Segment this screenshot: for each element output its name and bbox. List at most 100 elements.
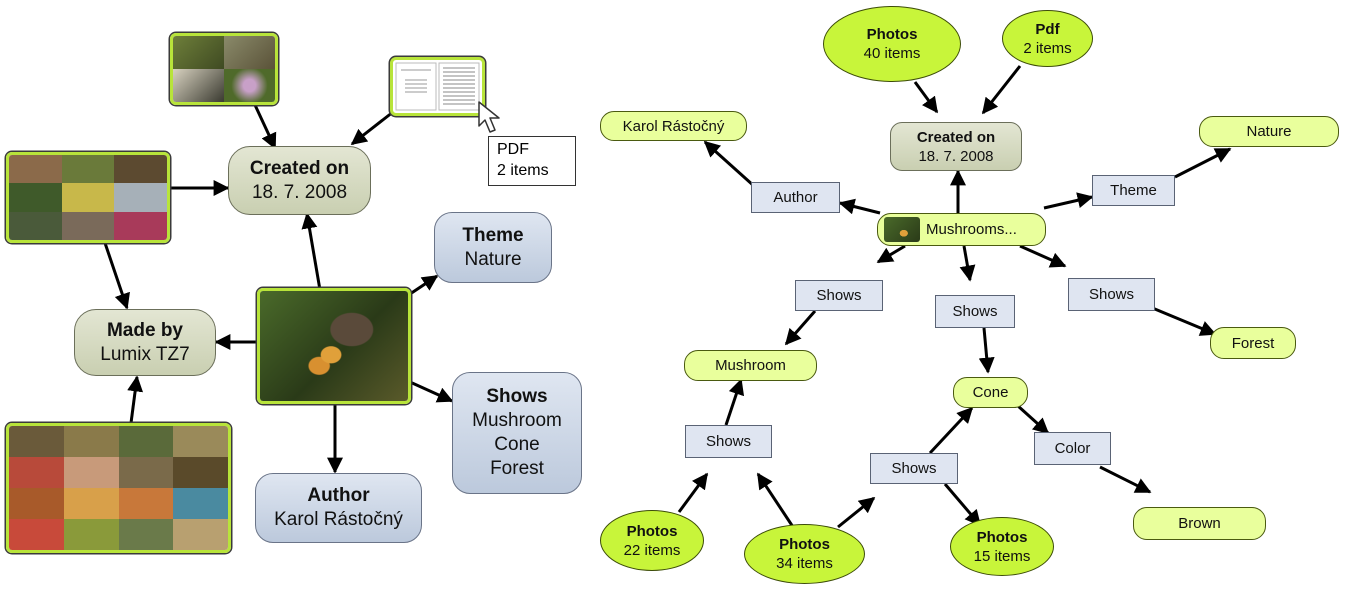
photos-34-count: 34 items	[776, 555, 833, 572]
photos-22-node[interactable]: Photos 22 items	[600, 510, 704, 571]
edge	[959, 245, 976, 282]
edge	[928, 406, 974, 455]
photos-15-title: Photos	[976, 528, 1028, 546]
edge	[1149, 305, 1217, 336]
photo-thumbnail-left[interactable]	[6, 152, 170, 243]
edge	[981, 65, 1022, 115]
color-relation[interactable]: Color	[1034, 432, 1111, 465]
theme-relation-label: Theme	[1110, 182, 1157, 199]
shows-value-mushroom: Mushroom	[472, 410, 562, 431]
photos-34-node[interactable]: Photos 34 items	[744, 524, 865, 584]
shows-relation-4[interactable]: Shows	[685, 425, 772, 458]
made-by-title: Made by	[106, 319, 184, 341]
mushrooms-center-node[interactable]: Mushrooms...	[877, 213, 1046, 246]
nature-label: Nature	[1246, 123, 1292, 140]
edge	[1043, 192, 1094, 210]
nature-node[interactable]: Nature	[1199, 116, 1339, 147]
theme-title: Theme	[462, 224, 524, 246]
edge	[103, 242, 130, 310]
right-edges	[677, 65, 1232, 531]
color-relation-label: Color	[1054, 440, 1091, 457]
edge	[677, 472, 709, 513]
edge	[1016, 404, 1050, 435]
mushroom-thumbnail-icon	[884, 217, 920, 242]
created-on-value: 18. 7. 2008	[251, 181, 348, 203]
mushroom-node[interactable]: Mushroom	[684, 350, 817, 381]
pdf-pages-icon	[395, 62, 480, 111]
made-by-value: Lumix TZ7	[100, 343, 190, 365]
edge	[784, 310, 817, 346]
left-edges	[103, 104, 454, 474]
photos-40-node[interactable]: Photos 40 items	[823, 6, 961, 82]
shows-relation-1[interactable]: Shows	[795, 280, 883, 311]
edge	[253, 104, 277, 150]
edge	[127, 375, 144, 424]
photo-thumbnail-top[interactable]	[170, 33, 278, 105]
created-on-right-node[interactable]: Created on 18. 7. 2008	[890, 122, 1022, 171]
photos-34-title: Photos	[779, 536, 830, 553]
mushrooms-center-label: Mushrooms...	[926, 221, 1017, 238]
pdf-thumbnail[interactable]	[390, 57, 485, 116]
edge	[838, 198, 881, 215]
theme-node[interactable]: Theme Nature	[434, 212, 552, 283]
edge	[1019, 244, 1067, 268]
created-on-right-value: 18. 7. 2008	[918, 147, 994, 165]
edge	[350, 110, 394, 146]
pdf-popup: PDF 2 items	[488, 136, 576, 186]
edge	[703, 140, 756, 188]
edge	[409, 380, 454, 403]
author-title: Author	[307, 485, 370, 506]
edge	[1174, 147, 1232, 179]
shows-relation-2-label: Shows	[952, 303, 998, 320]
theme-relation[interactable]: Theme	[1092, 175, 1175, 206]
cone-label: Cone	[972, 384, 1009, 401]
created-on-title: Created on	[249, 157, 350, 179]
photos-22-count: 22 items	[623, 541, 681, 559]
pdf-2-title: Pdf	[1035, 20, 1060, 38]
made-by-node[interactable]: Made by Lumix TZ7	[74, 309, 216, 376]
shows-title: Shows	[486, 386, 548, 407]
photos-15-count: 15 items	[973, 547, 1031, 565]
shows-relation-5[interactable]: Shows	[870, 453, 958, 484]
forest-label: Forest	[1231, 334, 1275, 352]
shows-relation-3[interactable]: Shows	[1068, 278, 1155, 311]
created-on-right-title: Created on	[916, 128, 996, 146]
shows-node[interactable]: Shows Mushroom Cone Forest	[452, 372, 582, 494]
photos-22-title: Photos	[626, 522, 678, 540]
photo-thumbnail-bottom[interactable]	[6, 423, 231, 553]
pdf-2-node[interactable]: Pdf 2 items	[1002, 10, 1093, 67]
forest-node[interactable]: Forest	[1210, 327, 1296, 359]
pdf-2-count: 2 items	[1023, 39, 1072, 57]
photos-15-node[interactable]: Photos 15 items	[950, 517, 1054, 576]
karol-label: Karol Rástočný	[622, 117, 725, 135]
edge	[837, 496, 876, 529]
mouse-cursor-icon	[478, 101, 500, 133]
edge	[913, 81, 939, 114]
shows-value-forest: Forest	[490, 458, 544, 479]
edge	[724, 378, 745, 426]
created-on-node[interactable]: Created on 18. 7. 2008	[228, 146, 371, 215]
brown-node[interactable]: Brown	[1133, 507, 1266, 540]
central-photo[interactable]	[257, 288, 411, 404]
edge	[756, 472, 797, 531]
brown-label: Brown	[1178, 515, 1221, 532]
shows-value-cone: Cone	[494, 434, 540, 455]
edge	[409, 274, 439, 296]
theme-value: Nature	[464, 248, 522, 270]
mushroom-label: Mushroom	[715, 357, 786, 374]
author-relation-label: Author	[773, 189, 818, 206]
karol-node[interactable]: Karol Rástočný	[600, 111, 747, 141]
pdf-popup-type: PDF	[497, 141, 529, 158]
shows-relation-3-label: Shows	[1088, 286, 1135, 303]
cone-node[interactable]: Cone	[953, 377, 1028, 408]
shows-relation-5-label: Shows	[891, 460, 937, 477]
author-relation[interactable]: Author	[751, 182, 840, 213]
shows-relation-4-label: Shows	[705, 433, 752, 450]
photos-40-title: Photos	[866, 26, 918, 43]
author-node[interactable]: Author Karol Rástočný	[255, 473, 422, 543]
author-value: Karol Rástočný	[274, 509, 403, 530]
shows-relation-2[interactable]: Shows	[935, 295, 1015, 328]
edge	[876, 244, 906, 264]
edge	[943, 483, 982, 527]
